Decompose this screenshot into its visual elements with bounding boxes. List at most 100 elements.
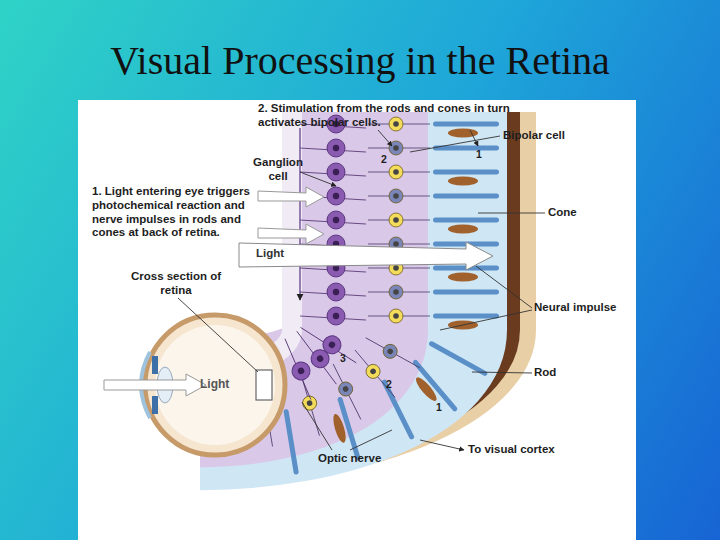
cell-nucleus <box>333 289 339 295</box>
photoreceptor <box>381 379 415 440</box>
cone-cell <box>448 225 478 234</box>
cell-nucleus <box>393 121 399 127</box>
bipolar-cell <box>368 141 430 155</box>
cell-nucleus <box>333 217 339 223</box>
leader-line <box>410 136 500 152</box>
light-arrow: Light <box>238 240 494 272</box>
cell-body <box>327 139 345 157</box>
eyeball <box>104 315 285 455</box>
rod-cell <box>283 409 299 475</box>
arrow-label: Light <box>256 247 284 259</box>
cone-cell <box>331 413 348 444</box>
part-label: To visual cortex <box>468 443 555 457</box>
leader-line <box>478 213 545 214</box>
cell-nucleus <box>306 400 313 407</box>
ganglion-cell <box>300 283 366 301</box>
ganglion-cell <box>300 139 366 157</box>
photoreceptor <box>433 218 499 234</box>
photoreceptor <box>433 314 499 330</box>
light-arrow <box>258 187 324 207</box>
cell-nucleus <box>393 313 399 319</box>
cell-body <box>363 362 383 382</box>
cell-nucleus <box>393 169 399 175</box>
leader-line <box>472 372 532 373</box>
cell-nucleus <box>393 241 399 247</box>
ganglion-cell <box>300 307 366 325</box>
white-panel <box>78 100 636 540</box>
leader-lines <box>178 130 545 450</box>
rod-cell <box>433 170 499 175</box>
rod-cell <box>433 122 499 127</box>
cell-body <box>389 285 403 299</box>
cell-body <box>389 309 403 323</box>
cell-body <box>307 346 332 371</box>
cell-nucleus <box>333 169 339 175</box>
bipolar-cell <box>327 361 367 423</box>
cell-nucleus <box>393 265 399 271</box>
cell-body <box>389 141 403 155</box>
photoreceptor <box>433 170 499 186</box>
cone-cell <box>448 273 478 282</box>
cell-nucleus <box>393 289 399 295</box>
cell-body <box>327 283 345 301</box>
cell-process <box>355 350 395 397</box>
rod-cell <box>433 314 499 319</box>
leader-line <box>300 172 336 186</box>
step-caption: 2. Stimulation from the rods and cones i… <box>258 102 530 130</box>
photoreceptor <box>433 122 499 138</box>
axon-track <box>299 128 300 300</box>
cell-nucleus <box>393 217 399 223</box>
cell-body <box>327 163 345 181</box>
cell-nucleus <box>369 367 377 375</box>
iris <box>152 356 158 374</box>
rod-cell <box>433 218 499 223</box>
cell-nucleus <box>393 193 399 199</box>
cell-body <box>289 359 313 383</box>
light-arrow <box>258 224 324 244</box>
photoreceptor <box>433 290 499 295</box>
callout-number: 3 <box>340 352 346 365</box>
bipolar-cell <box>368 189 430 203</box>
cell-body <box>327 187 345 205</box>
cell-body <box>389 117 403 131</box>
cell-nucleus <box>342 385 350 393</box>
leader-line <box>378 130 392 146</box>
section-marker <box>256 370 272 400</box>
cell-process <box>366 338 420 368</box>
rod-cell <box>433 194 499 199</box>
part-label: Ganglion cell <box>248 156 308 184</box>
photoreceptor <box>433 194 499 199</box>
rod-cell <box>433 290 499 295</box>
cell-body <box>327 211 345 229</box>
cell-nucleus <box>333 313 339 319</box>
bipolar-cell <box>368 165 430 179</box>
photoreceptor <box>283 409 299 475</box>
light-arrow <box>104 374 206 396</box>
cell-nucleus <box>328 340 337 349</box>
part-label: Cross section of retina <box>122 270 230 298</box>
cell-body <box>336 380 355 399</box>
arrow-shape <box>239 242 493 270</box>
cell-body <box>381 342 400 361</box>
cell-nucleus <box>386 348 394 356</box>
slide-title: Visual Processing in the Retina <box>0 38 720 84</box>
cell-body <box>389 213 403 227</box>
callout-number: 2 <box>381 153 387 166</box>
bipolar-cell <box>350 346 401 402</box>
bipolar-cell <box>368 309 430 323</box>
cell-nucleus <box>297 367 306 376</box>
callout-number: 2 <box>386 378 392 391</box>
cell-process <box>333 364 361 419</box>
leader-line <box>350 430 392 450</box>
callout-number: 1 <box>436 401 442 414</box>
cone-cell <box>413 375 439 404</box>
arrow-label: Light <box>200 377 229 391</box>
node-text-group: Light <box>256 247 284 259</box>
callout-number: 1 <box>476 148 482 161</box>
cone-cell <box>448 177 478 186</box>
leader-line <box>476 266 532 308</box>
iris <box>152 396 158 414</box>
bipolar-cell <box>368 285 430 299</box>
leader-line <box>178 298 258 372</box>
